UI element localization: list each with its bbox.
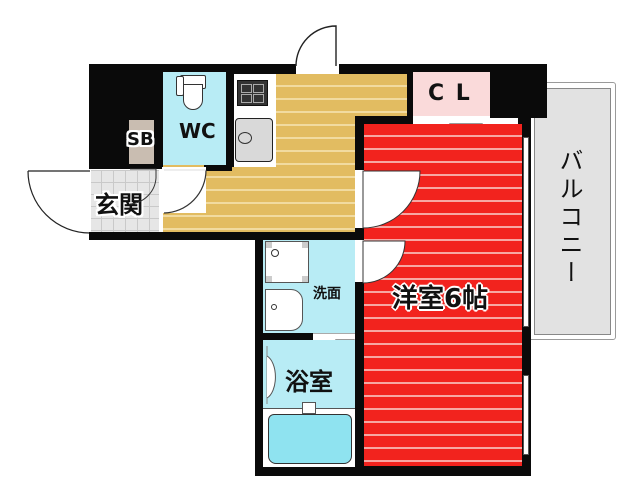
wall-western-bottom xyxy=(255,466,531,476)
entrance-label: 玄関 xyxy=(95,191,143,219)
wall-under-counter xyxy=(204,165,232,171)
balcony-window-lower xyxy=(523,375,529,455)
wall-western-top xyxy=(355,116,413,124)
bath-door xyxy=(313,333,355,341)
wall-western-left xyxy=(355,116,364,476)
sink-icon xyxy=(235,118,273,162)
washroom-door-swing-icon xyxy=(362,240,406,284)
closet-label: C L xyxy=(428,81,472,106)
toilet-door-swing-icon xyxy=(162,167,207,214)
toilet-tank-icon xyxy=(176,76,184,96)
wall-wash-bath xyxy=(263,333,313,340)
entrance[interactable] xyxy=(89,170,159,232)
kitchen-room-door-opening xyxy=(355,170,364,228)
washroom-door-opening xyxy=(355,240,364,282)
bath-faucet-icon xyxy=(302,402,316,414)
balcony-window xyxy=(523,137,529,327)
washroom-label: 洗面 xyxy=(313,286,341,302)
bathroom[interactable] xyxy=(263,340,355,408)
wall-kitchen-divider xyxy=(226,74,232,170)
wall-wash-left xyxy=(255,236,263,476)
wall-bottom-upper xyxy=(89,232,360,240)
washing-machine-icon xyxy=(265,241,309,283)
toilet-bowl-icon xyxy=(183,84,203,110)
wall-entrance-left xyxy=(89,170,91,232)
western-room-door-swing-icon xyxy=(362,170,421,229)
bathroom-label: 浴室 xyxy=(285,368,333,396)
shoe-box xyxy=(129,120,154,164)
toilet-label: WC xyxy=(179,119,216,143)
balcony-label: バルコニー xyxy=(555,148,583,288)
shoe-box-door-icon xyxy=(129,168,157,205)
shoe-box-label: SB xyxy=(127,129,154,150)
western-room-label: 洋室6帖 xyxy=(392,284,489,314)
closet-door xyxy=(413,116,490,124)
entrance-door-swing-icon xyxy=(27,170,91,234)
stove-icon xyxy=(237,80,268,106)
bath-folding-door-icon xyxy=(266,346,276,404)
wash-basin-icon xyxy=(265,289,303,331)
wall-closet-left xyxy=(407,64,413,124)
top-door-swing-icon xyxy=(295,25,337,67)
closet[interactable] xyxy=(413,72,490,116)
top-door-opening xyxy=(296,64,339,74)
bathtub-icon xyxy=(268,414,352,464)
balcony-floor xyxy=(534,88,611,335)
